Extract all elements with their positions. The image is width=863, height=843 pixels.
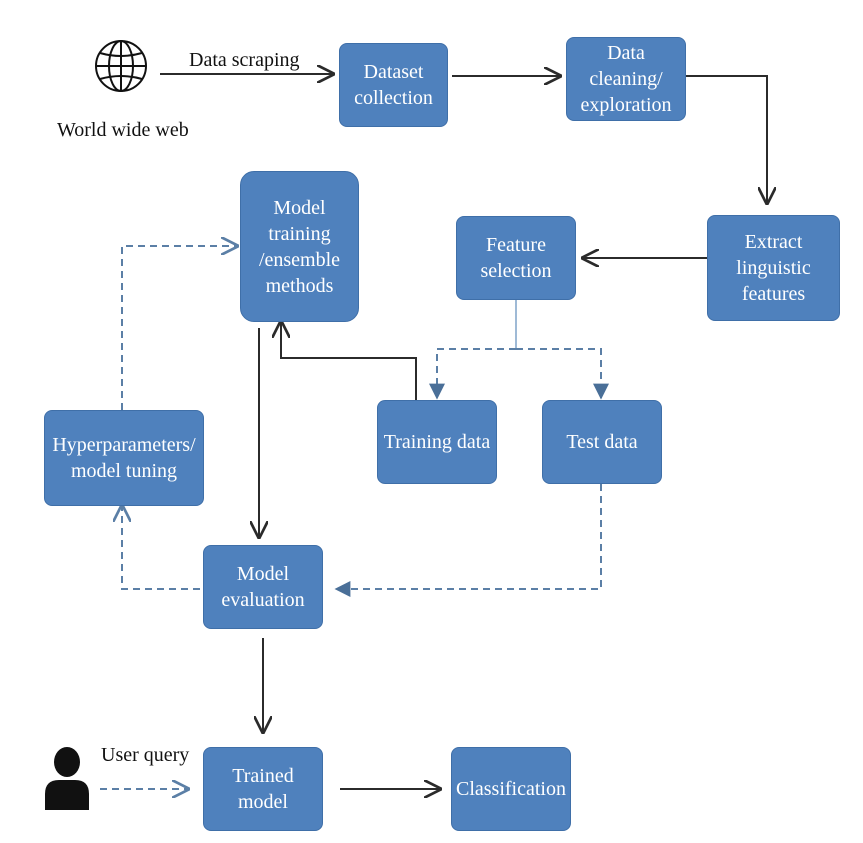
dashed-arrow-evaluation-to-hyperparameters [122,506,200,590]
test-data-box: Test data [542,400,662,484]
trained-model-box: Trained model [203,747,323,831]
extract-features-box: Extract linguistic features [707,215,840,321]
dashed-arrow-hyperparameters-to-model [121,246,237,410]
training-data-box: Training data [377,400,497,484]
dashed-arrow-split-to-test-data [516,348,609,400]
user-silhouette-icon [45,747,89,810]
model-training-box: Model training /ensemble methods [240,171,359,322]
arrow-training-data-to-model [281,322,417,400]
dashed-arrow-test-to-evaluation [334,484,602,597]
data-scraping-label: Data scraping [189,49,300,71]
hyperparameters-box: Hyperparameters/ model tuning [44,410,204,506]
dashed-arrow-split-to-training-data [429,348,516,400]
feature-selection-box: Feature selection [456,216,576,300]
model-evaluation-box: Model evaluation [203,545,323,629]
world-wide-web-label: World wide web [57,119,189,141]
arrow-cleaning-to-extract [686,75,767,203]
classification-box: Classification [451,747,571,831]
user-query-label: User query [101,744,190,766]
dataset-collection-box: Dataset collection [339,43,448,127]
data-cleaning-box: Data cleaning/ exploration [566,37,686,121]
globe-icon [95,40,147,92]
